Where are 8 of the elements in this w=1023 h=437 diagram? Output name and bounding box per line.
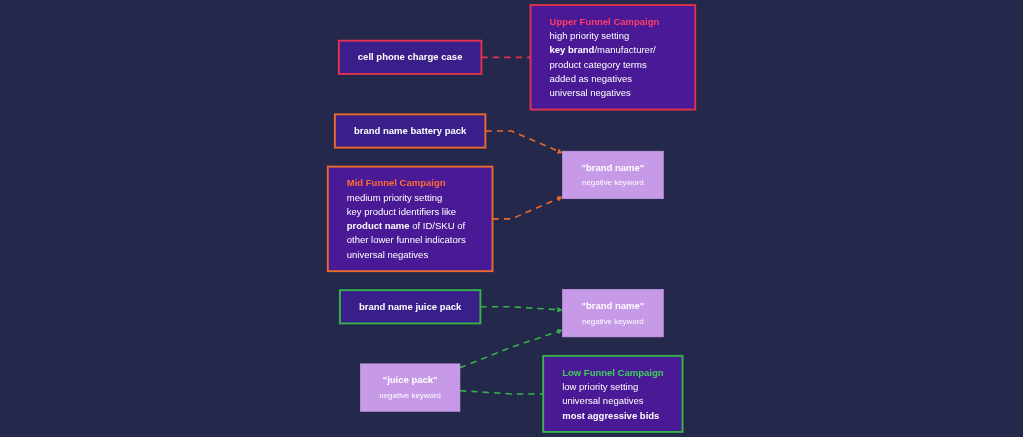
node-box: Mid Funnel Campaign medium priority setting key product identifiers like product name of ID/SKU of other lower funnel indicators universal negatives (326, 165, 494, 273)
arrow (459, 329, 563, 369)
connector (459, 389, 544, 395)
node-box: brand name juice pack (338, 289, 482, 325)
node-box: Upper Funnel Campaign high priority setting key brand/manufacturer/ product category terms added as negatives universal negatives (529, 4, 697, 111)
node-box: cell phone charge case (337, 39, 483, 75)
node-box: brand name battery pack (333, 113, 487, 149)
node-box: Low Funnel Campaign low priority setting universal negatives most aggressive bids (542, 354, 684, 433)
